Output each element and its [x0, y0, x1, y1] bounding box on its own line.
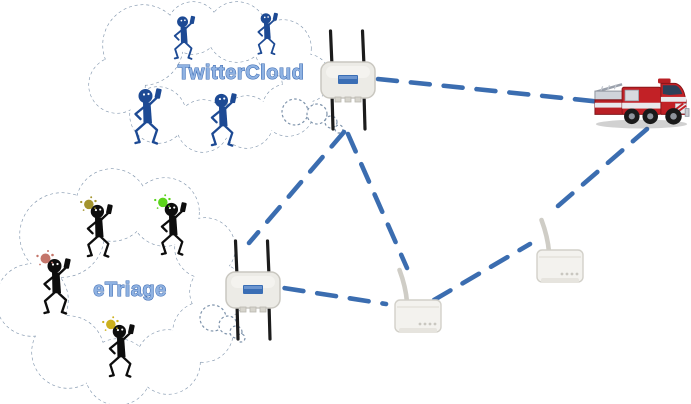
- etriage-thought-trail: [199, 304, 246, 343]
- twittercloud-label: TwitterCloud: [178, 62, 305, 84]
- link-ap1-ap2: [246, 129, 347, 246]
- link-ap1-router1: [345, 131, 410, 271]
- link-ap2-router1: [249, 280, 389, 307]
- mesh-router-1: [395, 270, 441, 333]
- link-ap1-firetruck: [375, 76, 605, 105]
- thought-trail-bubble: [281, 98, 309, 126]
- mesh-router-2: [537, 220, 583, 283]
- etriage-label: eTriage: [93, 279, 167, 301]
- thought-trail-bubble: [334, 124, 344, 134]
- twittercloud-thought-trail: [281, 98, 344, 134]
- thought-trail-bubble: [324, 115, 338, 129]
- link-router2-firetruck: [555, 126, 650, 209]
- fire-truck: [594, 78, 690, 129]
- thought-trail-bubble: [306, 103, 328, 125]
- access-point-1: [319, 29, 377, 131]
- link-router1-router2: [431, 241, 533, 303]
- wireless-links: [246, 76, 650, 307]
- etriage-cloud-shape: [0, 168, 247, 404]
